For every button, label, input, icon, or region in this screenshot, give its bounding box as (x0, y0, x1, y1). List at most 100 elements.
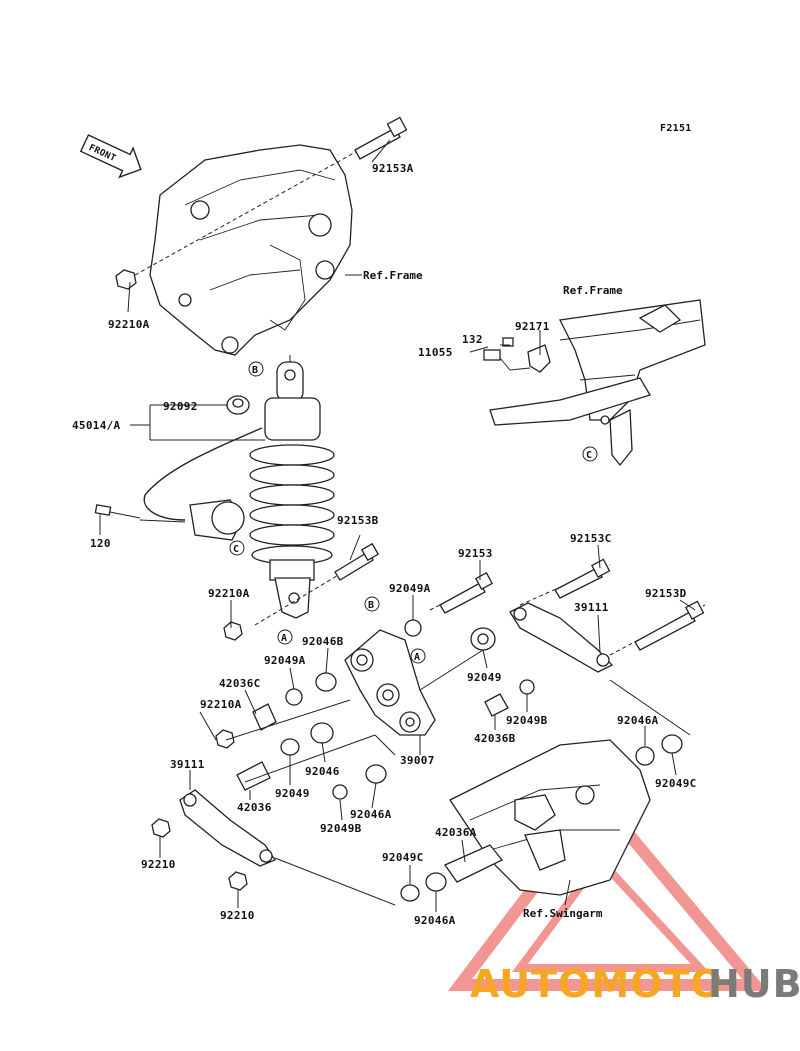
label-92092: 92092 (163, 400, 198, 413)
clamp-11055 (483, 349, 501, 361)
label-92153C: 92153C (570, 532, 612, 545)
bushing-92046 (310, 722, 334, 744)
frame-mount-hole (190, 200, 210, 220)
washer-92049C-low (400, 884, 420, 902)
label-42036B: 42036B (474, 732, 516, 745)
frame-bracket (115, 116, 408, 356)
label-42036: 42036 (237, 801, 272, 814)
label-92153B: 92153B (337, 514, 379, 527)
label-92153: 92153 (458, 547, 493, 560)
tie-rod-left-body (179, 789, 276, 867)
label-92049-left: 92049 (275, 787, 310, 800)
label-39111-right: 39111 (574, 601, 609, 614)
nut-92210A-top (115, 269, 137, 290)
nut-92210-a (151, 818, 171, 838)
marker-a-shock-label: A (281, 633, 287, 644)
tie-rod-left-39111 (151, 789, 396, 906)
label-92046A-right: 92046A (617, 714, 659, 727)
label-92210A-low: 92210A (200, 698, 242, 711)
label-92210A-top: 92210A (108, 318, 150, 331)
label-42036C: 42036C (219, 677, 261, 690)
bolt-92153 (439, 582, 486, 614)
label-92049C-low: 92049C (382, 851, 424, 864)
rocker-arm-39007 (344, 629, 436, 756)
label-92171: 92171 (515, 320, 550, 333)
watermark-automoto: AUTOMOTO (470, 962, 724, 1006)
rear-shock-absorber (94, 355, 380, 641)
label-120: 120 (90, 537, 111, 550)
diagram-code: F2151 (660, 123, 692, 134)
frame-inset (483, 299, 706, 467)
shock-reservoir-top (264, 397, 321, 441)
washer-92049C-right (661, 734, 683, 754)
collar-42036A (444, 844, 504, 883)
collar-42036B (484, 693, 509, 717)
swingarm-ref (400, 679, 691, 902)
label-92210-b: 92210 (220, 909, 255, 922)
label-92049A-left: 92049A (264, 654, 306, 667)
washer-92049B-right (519, 679, 535, 695)
marker-a-rocker-label: A (414, 652, 420, 663)
bushing-92046B (315, 672, 337, 692)
marker-c-cable-label: C (233, 544, 239, 555)
label-42036A: 42036A (435, 826, 477, 839)
nut-92210A-low (215, 729, 235, 749)
label-92210-a: 92210 (141, 858, 176, 871)
marker-c-inset (582, 446, 598, 462)
label-92046A-mid: 92046A (350, 808, 392, 821)
bushing-92046A-low (425, 872, 447, 892)
label-39007: 39007 (400, 754, 435, 767)
ref-frame-top: Ref.Frame (363, 269, 423, 282)
watermark-logo (447, 790, 768, 991)
inset-cross-tube (489, 377, 651, 426)
label-45014A: 45014/A (72, 419, 121, 432)
label-92049B-left: 92049B (320, 822, 362, 835)
tie-rod-right-body (509, 602, 614, 673)
collar-42036C (252, 703, 277, 731)
label-92153A: 92153A (372, 162, 414, 175)
label-132: 132 (462, 333, 483, 346)
shock-top-eye (276, 361, 304, 403)
front-arrow-icon (79, 134, 142, 179)
shock-body (269, 559, 315, 581)
frame-mount-hole (178, 293, 192, 307)
watermark-triangle-inner (512, 853, 710, 972)
bolt-120 (94, 504, 112, 516)
label-92049-mid: 92049 (467, 671, 502, 684)
bolt-92153A (354, 127, 401, 160)
marker-b-rocker-label: B (368, 600, 374, 611)
bolt-132 (502, 337, 514, 347)
part-labels: F2151 92153A Ref.Frame Ref.Frame 92210A … (72, 123, 696, 927)
ref-frame-inset: Ref.Frame (563, 284, 623, 297)
marker-a-shock (277, 629, 293, 645)
leader-lines (99, 139, 696, 912)
nut-92210-b (228, 871, 248, 891)
label-92049B-right: 92049B (506, 714, 548, 727)
bolt-92153C (554, 567, 603, 599)
marker-a-rocker (410, 648, 426, 664)
washer-92049A-left (285, 688, 303, 706)
label-92046: 92046 (305, 765, 340, 778)
rocker-body (344, 629, 436, 736)
watermark-triangle-outer (447, 790, 768, 991)
watermark-hub: HUB (708, 962, 800, 1006)
label-92046B: 92046B (302, 635, 344, 648)
tie-rod-right-39111 (404, 558, 706, 717)
bushing-92046A-mid (365, 764, 387, 784)
label-11055: 11055 (418, 346, 453, 359)
label-92046A-low: 92046A (414, 914, 456, 927)
sensor-92171 (527, 344, 551, 373)
bolt-head-92153A (386, 116, 408, 138)
marker-c-cable (229, 540, 245, 556)
nut-92210A-mid (223, 621, 243, 641)
frame-mount-hole (221, 336, 239, 354)
label-39111-left: 39111 (170, 758, 205, 771)
frame-mount-hole (315, 260, 335, 280)
label-92049A-top: 92049A (389, 582, 431, 595)
adjuster-knob (211, 501, 245, 535)
bushing-92046A-right (635, 746, 655, 766)
front-arrow: FRONT (79, 134, 142, 179)
label-92153D: 92153D (645, 587, 687, 600)
marker-b-rocker (364, 596, 380, 612)
